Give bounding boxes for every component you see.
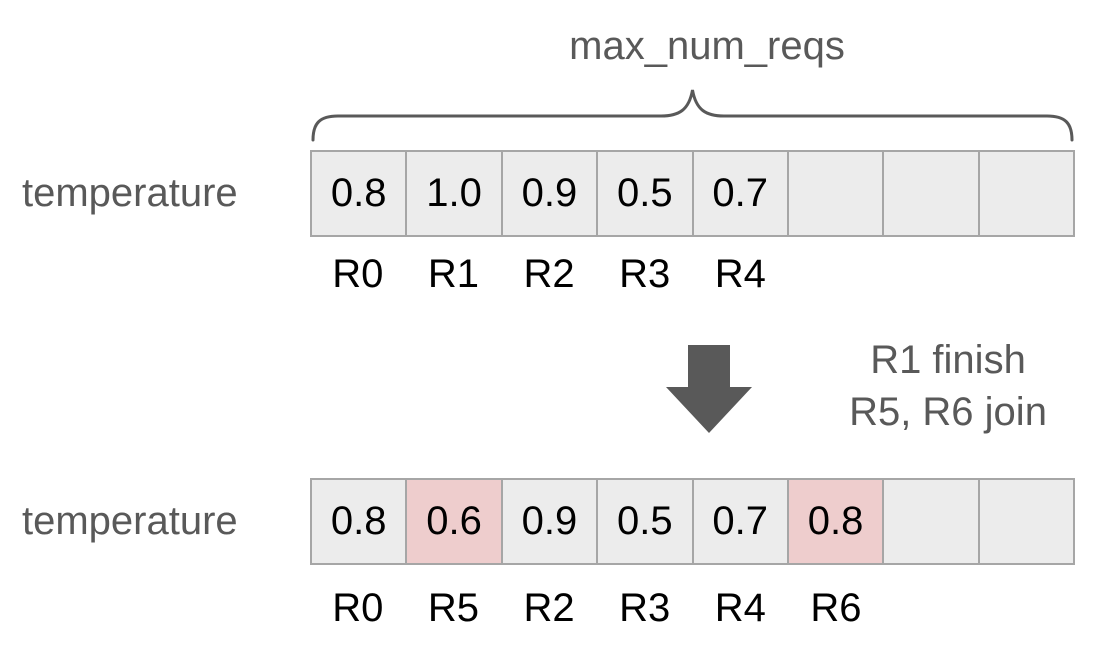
down-arrow-icon [666,345,752,433]
transition-note-line2: R5, R6 join [849,390,1047,434]
request-label: R0 [332,586,384,630]
transition-note-line1: R1 finish [870,338,1026,382]
array-cell: 1.0 [407,152,503,235]
request-labels-top: R0 R1 R2 R3 R4 [310,250,1075,298]
array-cell: 0.8 [312,480,408,563]
request-label: R4 [714,586,766,630]
request-label: R1 [427,252,479,296]
request-label-empty [979,250,1075,298]
array-cell [884,480,980,563]
request-label-empty [884,250,980,298]
request-label: R2 [523,252,575,296]
request-label: R3 [619,586,671,630]
array-cell: 0.9 [502,480,599,563]
temperature-label-top: temperature [22,171,238,215]
array-cell: 0.8 [312,152,408,235]
request-label: R5 [427,586,479,630]
request-labels-bottom: R0 R5 R2 R3 R4 R6 [310,584,1075,632]
request-label: R3 [619,252,671,296]
request-label: R2 [523,586,575,630]
array-cell [884,152,980,235]
array-cell [979,152,1073,235]
request-label-empty [788,250,884,298]
array-cell-highlighted: 0.6 [407,480,503,563]
array-cell: 0.5 [598,152,694,235]
request-label-empty [979,584,1075,632]
request-label: R0 [332,252,384,296]
request-label: R4 [714,252,766,296]
array-cell: 0.7 [693,152,789,235]
temperature-label-bottom: temperature [22,499,238,543]
array-cell: 0.9 [502,152,599,235]
transition-note: R1 finish R5, R6 join [849,334,1047,438]
array-cell: 0.5 [598,480,694,563]
request-label: R6 [810,586,862,630]
curly-brace-icon [311,89,1074,142]
max-num-reqs-label: max_num_reqs [569,24,845,68]
request-label-empty [884,584,980,632]
array-cell [788,152,885,235]
array-cell: 0.7 [693,480,789,563]
array-cell [979,480,1073,563]
array-cell-highlighted: 0.8 [788,480,885,563]
